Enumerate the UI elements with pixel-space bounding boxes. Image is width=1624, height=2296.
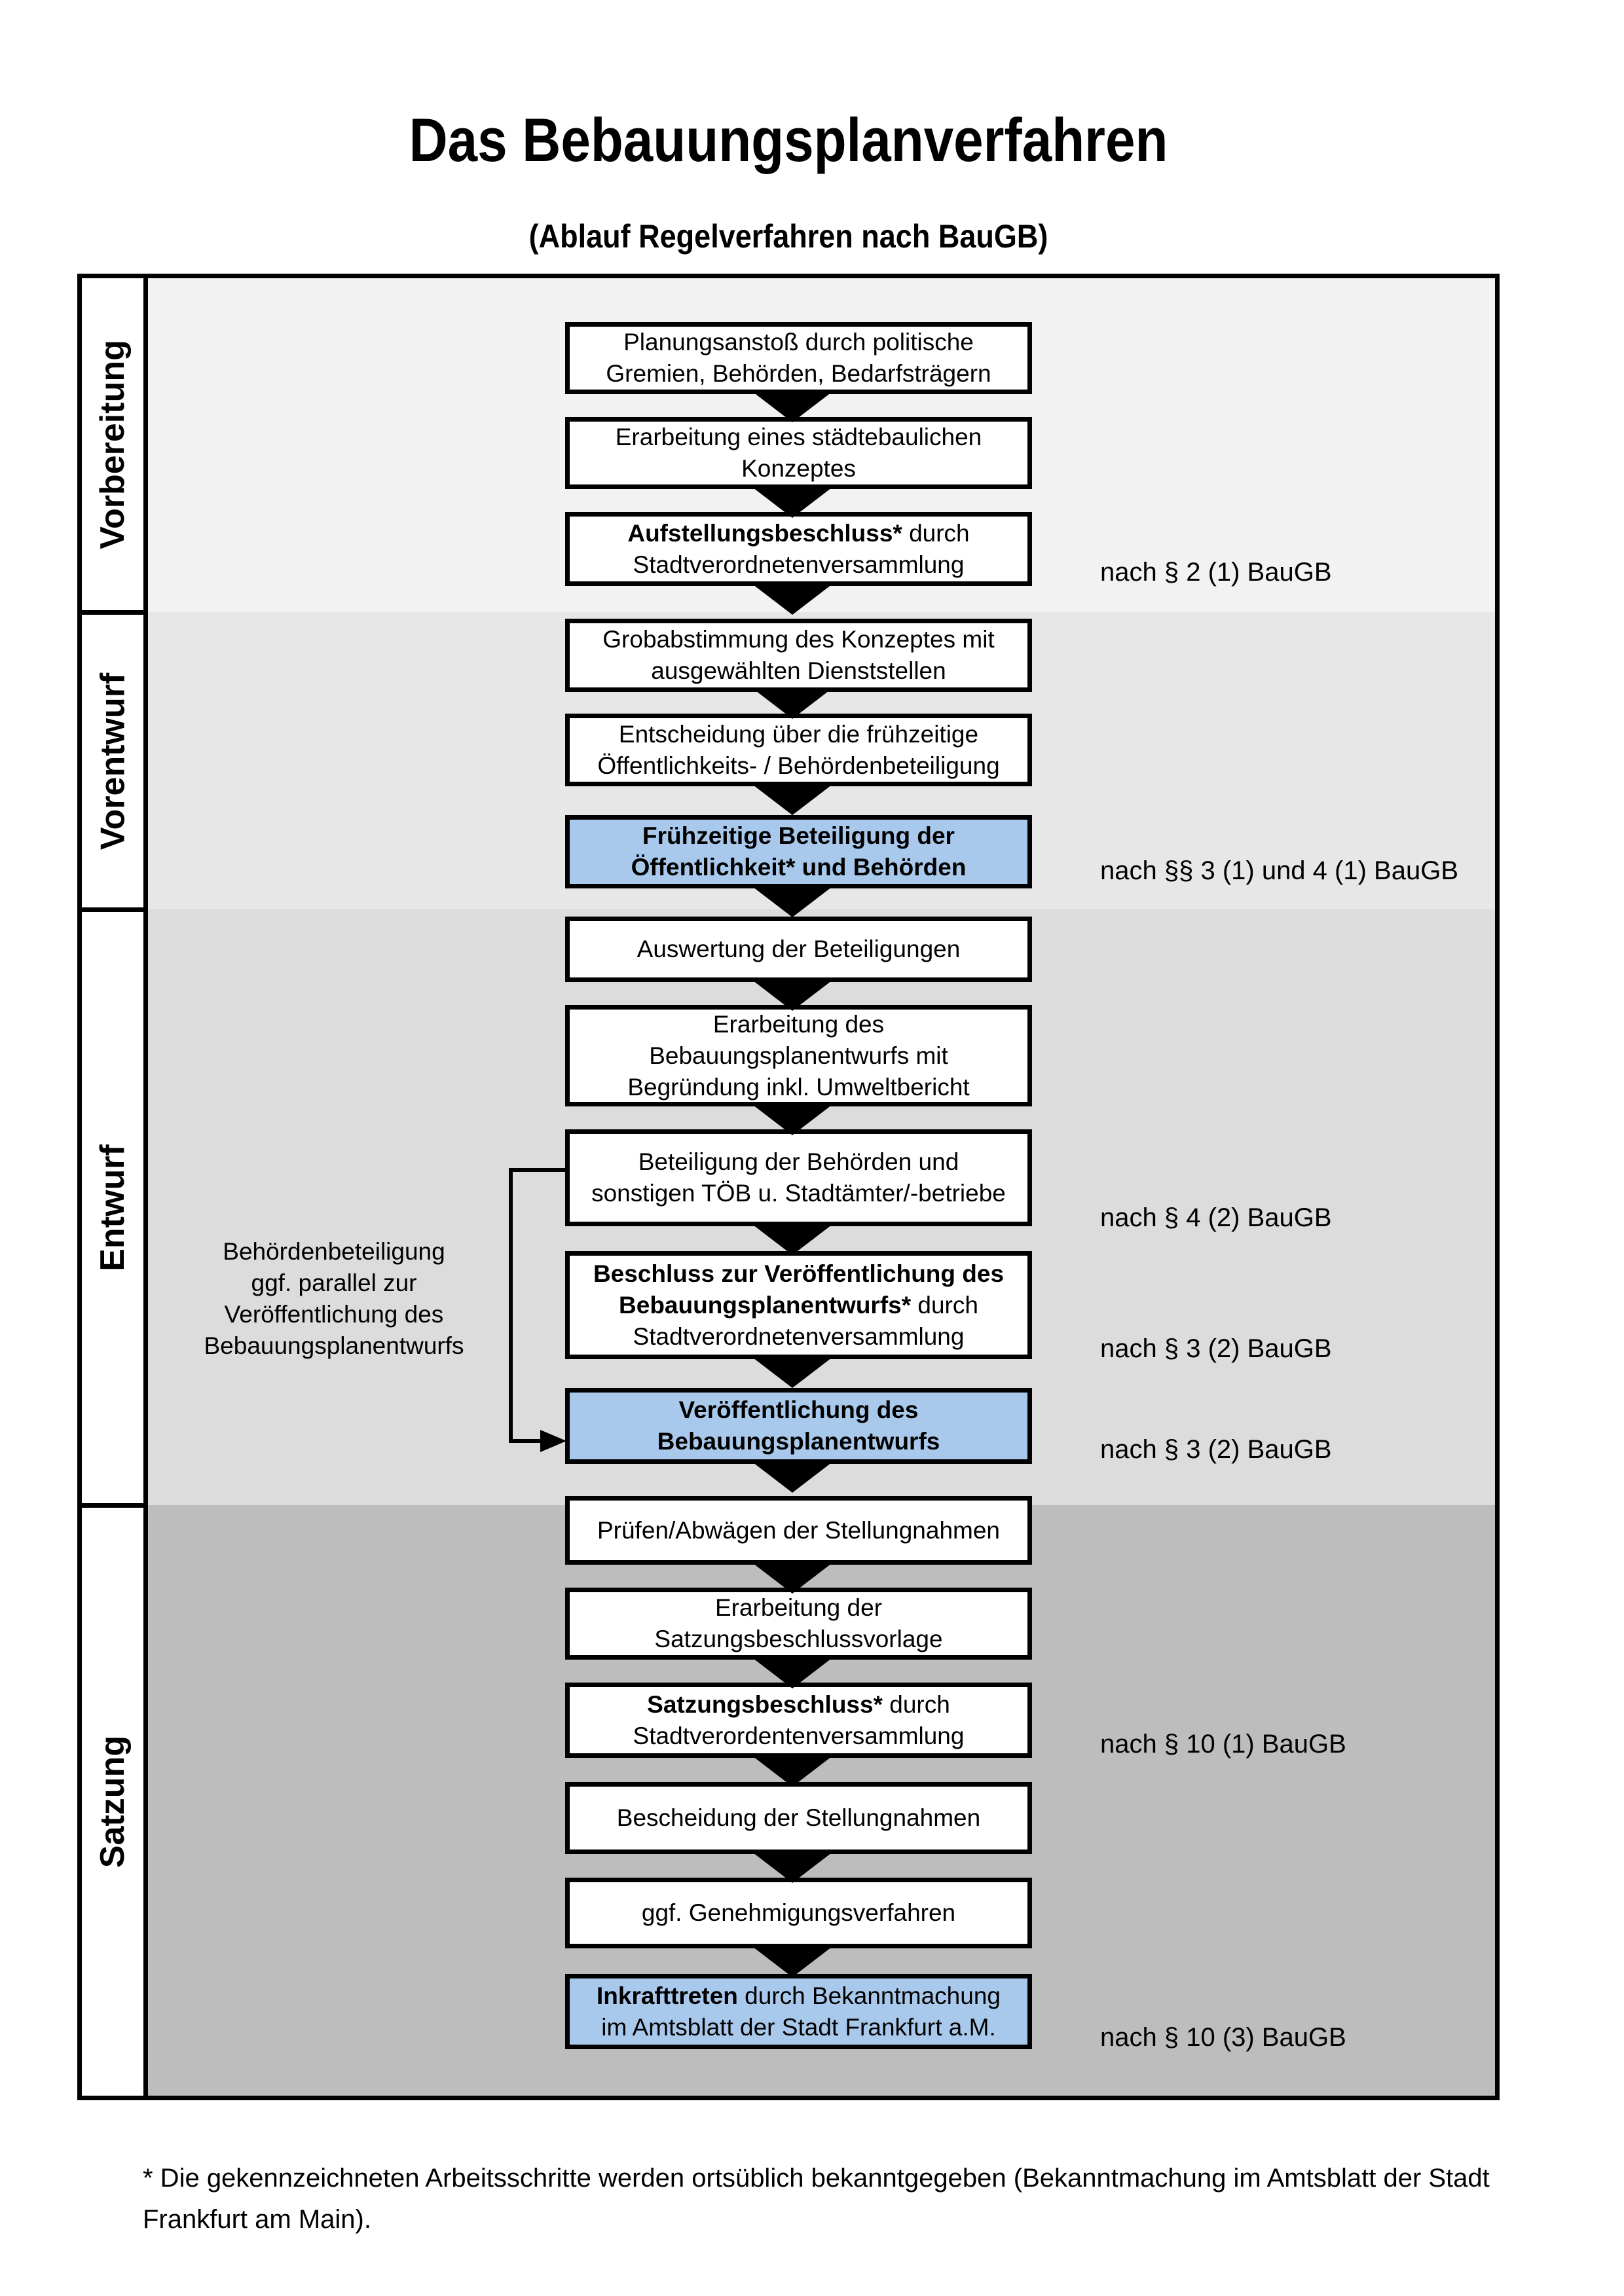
flow-step-text-line: im Amtsblatt der Stadt Frankfurt a.M. — [601, 2013, 996, 2041]
flow-arrow-down-icon — [753, 488, 832, 518]
bracket-connector-top — [509, 1168, 565, 1172]
flow-step-text-line: sonstigen TÖB u. Stadtämter/-betriebe — [591, 1180, 1006, 1207]
flow-step-text-line: Inkrafttreten durch Bekanntmachung — [597, 1982, 1001, 2009]
flow-step-text-line: Bebauungsplanentwurfs — [657, 1428, 940, 1455]
flow-step-text-line: Entscheidung über die frühzeitige — [618, 720, 979, 748]
flow-step-text-line: Stadtverordnetenversammlung — [633, 551, 965, 578]
flow-step-text-line: Öffentlichkeit* und Behörden — [631, 854, 967, 881]
flow-step-text-line: Stadtverordentenversammlung — [633, 1722, 965, 1749]
flow-step-bescheidung: Bescheidung der Stellungnahmen — [565, 1782, 1032, 1854]
phase-label-entwurf: Entwurf — [82, 912, 143, 1503]
flow-step-text-line: Bebauungsplanentwurfs mit — [649, 1042, 948, 1069]
flow-step-text-line: Prüfen/Abwägen der Stellungnahmen — [597, 1516, 1001, 1544]
phase-label-column — [82, 278, 143, 2096]
flow-arrow-down-icon — [753, 1757, 832, 1787]
flow-step-text-line: Grobabstimmung des Konzeptes mit — [602, 626, 995, 653]
bracket-connector-bottom — [509, 1439, 543, 1443]
flow-step-text-line: Konzeptes — [741, 455, 856, 482]
flow-arrow-down-icon — [753, 1658, 832, 1688]
flow-arrow-down-icon — [753, 689, 832, 719]
flow-step-text-line: Öffentlichkeits- / Behördenbeteiligung — [597, 752, 1000, 779]
flow-arrow-down-icon — [753, 1358, 832, 1388]
phase-label-text: Satzung — [94, 1735, 132, 1868]
flow-arrow-down-icon — [753, 1853, 832, 1883]
flow-step-text-line: Satzungsbeschlussvorlage — [654, 1626, 943, 1652]
phase-divider-line — [82, 610, 148, 615]
flow-arrow-down-icon — [753, 1463, 832, 1493]
flow-step-text-line: Veröffentlichung des — [678, 1396, 919, 1423]
legal-reference: nach § 10 (1) BauGB — [1100, 1730, 1346, 1758]
flow-step-text-line: Erarbeitung der — [714, 1594, 883, 1621]
flow-step-text-line: Beschluss zur Veröffentlichung des — [593, 1260, 1005, 1287]
phase-divider-line — [82, 1503, 148, 1508]
flow-step-text-line: Stadtverordnetenversammlung — [633, 1322, 965, 1350]
phase-label-vorentwurf: Vorentwurf — [82, 615, 143, 907]
flow-step-grobabstimmung: Grobabstimmung des Konzeptes mit ausgewäh… — [565, 619, 1032, 692]
phase-column-divider-line — [143, 278, 148, 2096]
flow-arrow-down-icon — [753, 785, 832, 815]
flow-step-text-line: Bescheidung der Stellungnahmen — [616, 1804, 981, 1831]
legal-reference: nach §§ 3 (1) und 4 (1) BauGB — [1100, 856, 1458, 885]
phase-label-text: Vorbereitung — [94, 339, 132, 549]
flow-step-pruefen-abwaegen: Prüfen/Abwägen der Stellungnahmen — [565, 1496, 1032, 1565]
flow-step-text-line: Beteiligung der Behörden und — [638, 1148, 959, 1175]
flow-step-inkrafttreten: Inkrafttreten durch Bekanntmachung im Amt… — [565, 1974, 1032, 2049]
bracket-arrowhead-icon — [540, 1430, 566, 1452]
page-title: Das Bebauungsplanverfahren — [409, 105, 1168, 174]
flow-step-text-line: Satzungsbeschluss* durch — [647, 1690, 950, 1718]
legal-reference: nach § 4 (2) BauGB — [1100, 1203, 1332, 1232]
flow-step-text-line: Erarbeitung des — [712, 1010, 885, 1038]
flow-arrow-down-icon — [753, 392, 832, 422]
flow-arrow-down-icon — [753, 1225, 832, 1255]
phase-label-satzung: Satzung — [82, 1508, 143, 2096]
side-note: Behördenbeteiligung ggf. parallel zur Ve… — [204, 1238, 464, 1359]
flow-arrow-down-icon — [753, 1105, 832, 1135]
flow-step-text-line: Aufstellungsbeschluss* durch — [627, 519, 970, 547]
phase-label-vorbereitung: Vorbereitung — [82, 278, 143, 610]
flow-step-beteiligung-behoerden: Beteiligung der Behörden und sonstigen TÖ… — [565, 1129, 1032, 1226]
phase-label-text: Vorentwurf — [94, 672, 132, 850]
flow-step-text-line: Planungsanstoß durch politische — [623, 329, 974, 355]
flow-arrow-down-icon — [753, 1947, 832, 1977]
flow-step-genehmigungsverfahren: ggf. Genehmigungsverfahren — [565, 1878, 1032, 1948]
page-subtitle: (Ablauf Regelverfahren nach BauGB) — [528, 218, 1048, 255]
flow-step-auswertung: Auswertung der Beteiligungen — [565, 917, 1032, 982]
flow-arrow-down-icon — [753, 887, 832, 917]
flow-step-text-line: Auswertung der Beteiligungen — [637, 936, 961, 962]
bracket-connector-vertical — [509, 1168, 513, 1443]
flow-arrow-down-icon — [753, 1563, 832, 1594]
flow-arrow-down-icon — [753, 981, 832, 1011]
flow-step-text-line: ausgewählten Dienststellen — [651, 657, 946, 684]
flow-step-text-line: ggf. Genehmigungsverfahren — [641, 1899, 956, 1926]
legal-reference: nach § 2 (1) BauGB — [1100, 558, 1332, 587]
footnote: * Die gekennzeichneten Arbeitsschritte w… — [143, 2164, 1490, 2234]
flow-step-text-line: Begründung inkl. Umweltbericht — [627, 1073, 970, 1101]
legal-reference: nach § 10 (3) BauGB — [1100, 2023, 1346, 2052]
legal-reference: nach § 3 (2) BauGB — [1100, 1435, 1332, 1464]
phase-divider-line — [82, 907, 148, 912]
phase-label-text: Entwurf — [94, 1144, 132, 1271]
flow-step-text-line: Gremien, Behörden, Bedarfsträgern — [606, 360, 991, 387]
flow-arrow-down-icon — [753, 585, 832, 615]
flow-step-text-line: Frühzeitige Beteiligung der — [642, 822, 955, 849]
flow-step-text-line: Bebauungsplanentwurfs* durch — [619, 1291, 978, 1319]
legal-reference: nach § 3 (2) BauGB — [1100, 1334, 1332, 1363]
flow-step-text-line: Erarbeitung eines städtebaulichen — [615, 424, 982, 450]
